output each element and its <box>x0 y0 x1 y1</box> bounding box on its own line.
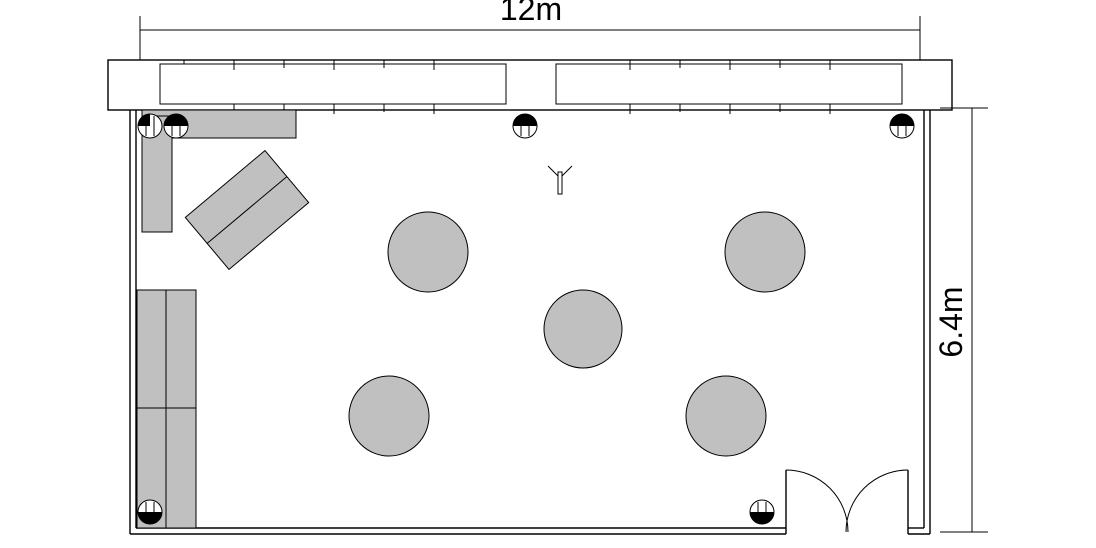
north-window-right <box>555 60 903 114</box>
height-label: 6.4m <box>933 286 969 357</box>
floor-lamp-bottom-right <box>749 499 775 525</box>
round-table-1 <box>387 211 469 293</box>
round-table-2 <box>724 211 806 293</box>
ceiling-light-icon <box>547 165 573 195</box>
round-tables <box>348 211 806 457</box>
floor-lamp-bottom-left <box>137 499 163 525</box>
left-sofa-long <box>136 289 197 529</box>
round-table-5 <box>685 375 767 457</box>
round-table-3 <box>543 289 623 369</box>
angled-sofa <box>184 149 310 271</box>
round-table-4 <box>348 375 430 457</box>
width-dimension: 12m <box>139 0 921 60</box>
floor-lamp-top-right <box>889 113 915 139</box>
north-window-left <box>159 60 507 114</box>
height-dimension: 6.4m <box>933 107 988 533</box>
width-label: 12m <box>500 0 562 27</box>
floor-lamp-top-left <box>137 113 189 139</box>
double-swing-door <box>785 469 909 534</box>
room-walls <box>107 59 953 535</box>
floor-lamp-top-center <box>512 113 538 139</box>
